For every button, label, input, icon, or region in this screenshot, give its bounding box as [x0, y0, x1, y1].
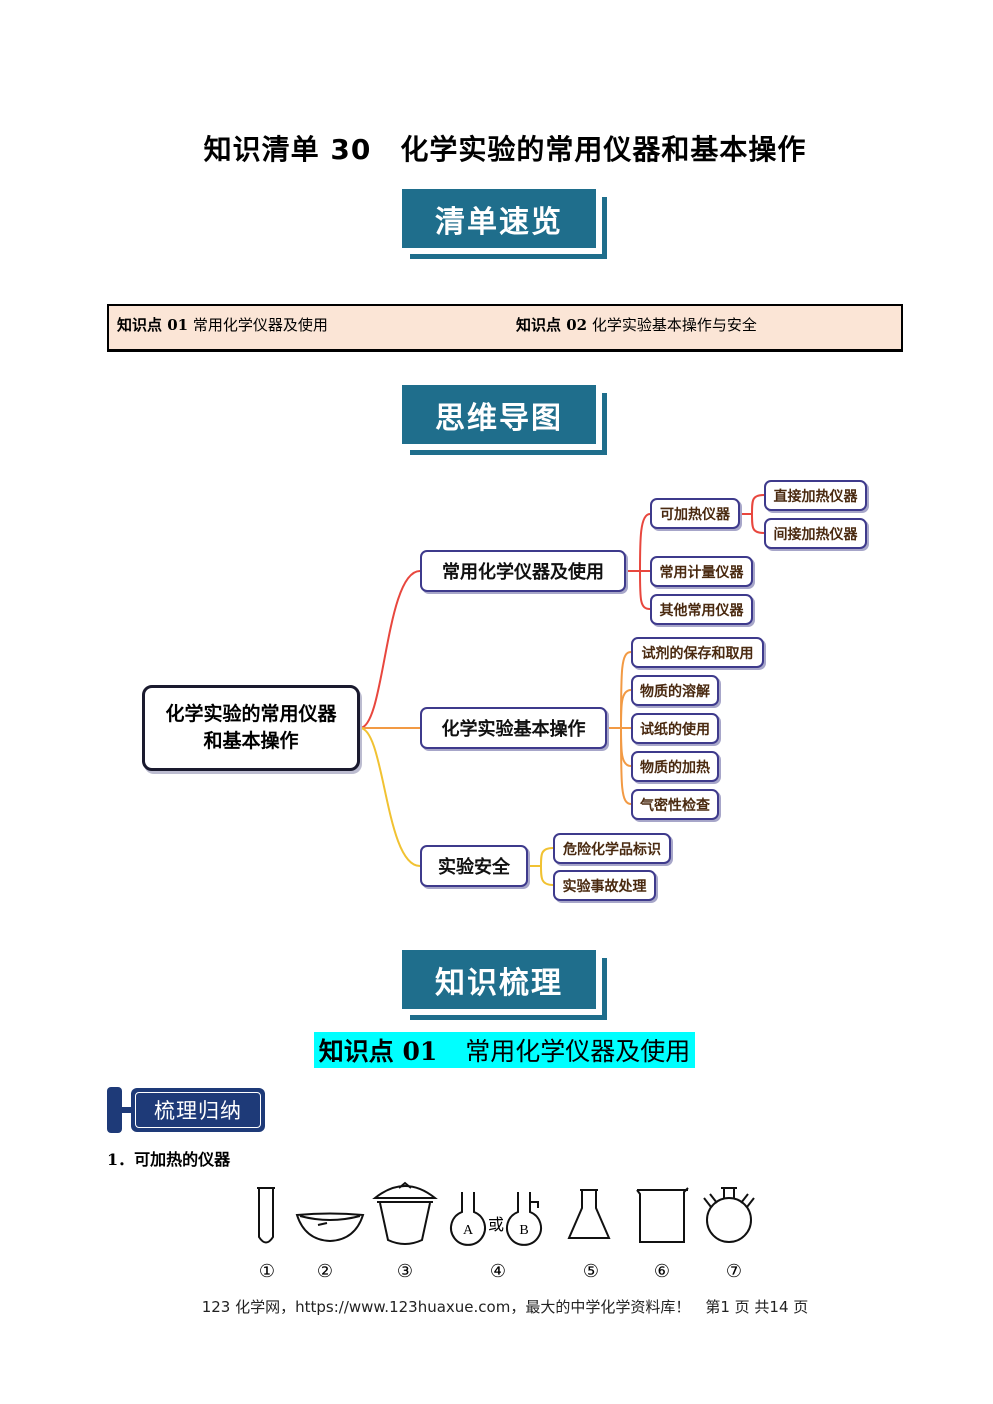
apparatus-label-7: ⑦ — [725, 1261, 743, 1282]
apparatus-label-4: ④ — [489, 1261, 507, 1282]
apparatus-figure: A B 或 ① ② ③ ④ ⑤ ⑥ ⑦ — [0, 1180, 993, 1290]
toc-item-2-text: 化学实验基本操作与安全 — [591, 316, 757, 334]
flask-a-label: A — [463, 1223, 474, 1238]
apparatus-label-5: ⑤ — [582, 1261, 600, 1282]
knowledge-banner: 知识梳理 — [402, 950, 607, 1020]
mind-map-node-reagent-storage: 试剂的保存和取用 — [631, 637, 764, 668]
round-bottom-flask-b-icon — [506, 1192, 542, 1246]
mind-map-node-direct-heating: 直接加热仪器 — [764, 480, 867, 511]
section-heading-text: 常用化学仪器及使用 — [465, 1037, 691, 1066]
or-label: 或 — [488, 1215, 504, 1234]
beaker-icon — [636, 1187, 689, 1243]
page-title: 知识清单 30 化学实验的常用仪器和基本操作 — [203, 133, 807, 166]
mind-map: 化学实验的常用仪器和基本操作 常用化学仪器及使用 化学实验基本操作 实验安全 可… — [0, 470, 993, 910]
mind-map-node-heatable: 可加热仪器 — [650, 498, 740, 529]
mind-map-root: 化学实验的常用仪器和基本操作 — [142, 685, 360, 771]
mind-map-branch-instruments: 常用化学仪器及使用 — [420, 550, 626, 592]
crucible-icon — [372, 1181, 438, 1245]
mindmap-banner-label: 思维导图 — [402, 385, 596, 444]
knowledge-banner-label: 知识梳理 — [402, 950, 596, 1009]
mind-map-node-airtightness: 气密性检查 — [631, 789, 719, 820]
flask-b-label: B — [519, 1223, 528, 1238]
mind-map-node-hazard-labels: 危险化学品标识 — [553, 833, 671, 864]
overview-banner: 清单速览 — [402, 189, 607, 259]
apparatus-label-2: ② — [316, 1261, 334, 1282]
mind-map-connectors — [359, 494, 765, 886]
apparatus-label-3: ③ — [396, 1261, 414, 1282]
overview-banner-label: 清单速览 — [402, 189, 596, 248]
test-tube-icon — [257, 1187, 275, 1244]
summary-tag-label: 梳理归纳 — [131, 1088, 265, 1132]
toc-table: 知识点 01 常用化学仪器及使用 知识点 02 化学实验基本操作与安全 — [107, 304, 903, 352]
toc-item-1-text: 常用化学仪器及使用 — [192, 316, 328, 334]
section-heading: 知识点 01 常用化学仪器及使用 — [314, 1032, 695, 1068]
apparatus-label-1: ① — [258, 1261, 276, 1282]
mind-map-branch-operations: 化学实验基本操作 — [420, 707, 607, 749]
three-neck-flask-icon — [703, 1187, 755, 1243]
round-bottom-flask-a-icon — [450, 1192, 486, 1246]
conical-flask-icon — [567, 1189, 611, 1239]
apparatus-label-6: ⑥ — [653, 1261, 671, 1282]
summary-tag: 梳理归纳 — [107, 1087, 265, 1133]
mind-map-node-measuring: 常用计量仪器 — [650, 556, 753, 587]
section-heading-num: 知识点 01 — [318, 1037, 438, 1066]
toc-item-1-num: 知识点 01 — [117, 316, 189, 334]
mind-map-node-heating: 物质的加热 — [631, 751, 719, 782]
mind-map-node-test-paper: 试纸的使用 — [631, 713, 719, 744]
toc-item-2-num: 知识点 02 — [516, 316, 588, 334]
page-footer: 123 化学网，https://www.123huaxue.com，最大的中学化… — [201, 1298, 809, 1316]
mind-map-branch-safety: 实验安全 — [420, 845, 528, 887]
item-heading-heatable: 1．可加热的仪器 — [107, 1150, 231, 1169]
mind-map-node-accident-handling: 实验事故处理 — [553, 870, 656, 901]
evaporating-dish-icon — [295, 1212, 365, 1243]
mind-map-node-indirect-heating: 间接加热仪器 — [764, 518, 867, 549]
toc-item-2[interactable]: 知识点 02 化学实验基本操作与安全 — [516, 314, 757, 335]
toc-item-1[interactable]: 知识点 01 常用化学仪器及使用 — [117, 314, 328, 335]
mindmap-banner: 思维导图 — [402, 385, 607, 455]
apparatus-drawings: A B 或 — [257, 1181, 755, 1246]
mind-map-node-dissolving: 物质的溶解 — [631, 675, 719, 706]
mind-map-node-other-instruments: 其他常用仪器 — [650, 594, 753, 625]
